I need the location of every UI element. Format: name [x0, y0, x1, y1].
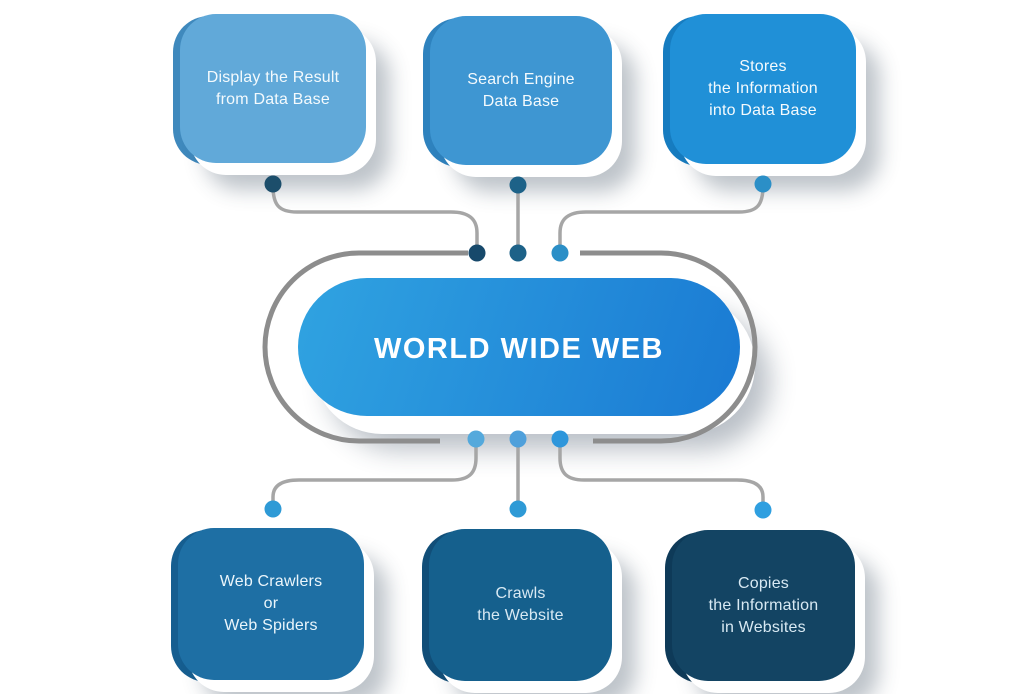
connector-stores-information [558, 184, 765, 253]
node-label: Display the Result from Data Base [206, 68, 340, 108]
node-stores-information: Stores the Information into Data Base [663, 14, 856, 166]
connector-dot [264, 175, 282, 193]
node-body: Crawls the Website [429, 529, 612, 681]
hub-bottom-dot [551, 430, 569, 448]
node-search-engine-database: Search Engine Data Base [423, 16, 612, 167]
node-label: Crawls the Website [477, 585, 564, 624]
node-label: Copies the Information in Websites [708, 574, 819, 636]
hub-top-dot [509, 244, 527, 262]
node-body: Stores the Information into Data Base [670, 14, 856, 164]
node-body: Display the Result from Data Base [180, 14, 366, 163]
node-label: Web Crawlers or Web Spiders [219, 573, 323, 634]
hub-top-dot [551, 244, 569, 262]
hub-title: WORLD WIDE WEB [373, 332, 664, 365]
node-body: Web Crawlers or Web Spiders [178, 528, 364, 680]
node-crawls-website: Crawls the Website [422, 529, 612, 683]
node-label: Search Engine Data Base [467, 70, 575, 110]
connector-display-result [271, 184, 479, 253]
hub-bottom-dot [509, 430, 527, 448]
connector-dot [754, 501, 772, 519]
node-display-result: Display the Result from Data Base [173, 14, 366, 165]
hub-top-dot [468, 244, 486, 262]
hub-bottom-dot [467, 430, 485, 448]
node-body: Copies the Information in Websites [672, 530, 855, 681]
connector-copies-information [558, 439, 765, 509]
connector-web-crawlers [271, 439, 478, 509]
node-copies-information: Copies the Information in Websites [665, 530, 855, 683]
connector-dot [509, 176, 527, 194]
node-web-crawlers: Web Crawlers or Web Spiders [171, 528, 364, 682]
node-body: Search Engine Data Base [430, 16, 612, 165]
connector-dot [509, 500, 527, 518]
hub-pill: WORLD WIDE WEB [298, 278, 740, 416]
connector-dot [754, 175, 772, 193]
connector-dot [264, 500, 282, 518]
node-label: Stores the Information into Data Base [708, 58, 818, 119]
